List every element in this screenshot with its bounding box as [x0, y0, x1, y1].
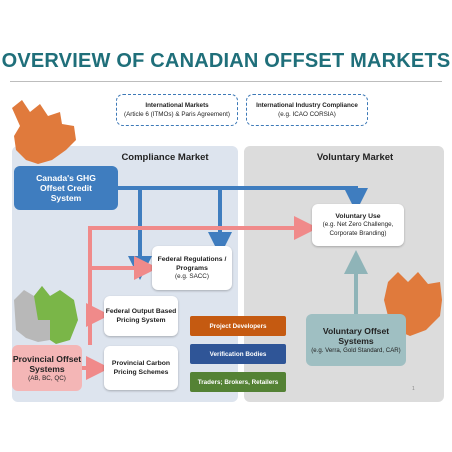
- ghg-line2: Offset Credit: [39, 183, 93, 193]
- provincial-line1: Provincial Offset: [12, 353, 82, 364]
- provincial-line2: Systems: [29, 363, 65, 374]
- voluntary-offset-line3: (e.g. Verra, Gold Standard, CAR): [311, 346, 401, 354]
- canada-map-icon: [12, 100, 76, 164]
- international-markets-detail: (Article 6 (ITMOs) & Paris Agreement): [123, 111, 231, 118]
- project-developers-box: Project Developers: [190, 316, 286, 336]
- international-markets-box: International Markets (Article 6 (ITMOs)…: [116, 94, 238, 126]
- ghg-line3: System: [50, 193, 82, 203]
- ghg-offset-credit-system-box: Canada's GHG Offset Credit System: [14, 166, 118, 210]
- page-number: 1: [412, 386, 415, 392]
- voluntary-offset-line2: Systems: [338, 335, 374, 346]
- page-title: OVERVIEW OF CANADIAN OFFSET MARKETS: [1, 50, 451, 72]
- federal-obps-box: Federal Output Based Pricing System: [104, 296, 178, 336]
- title-divider: [10, 81, 442, 82]
- provincial-carbon-line1: Provincial Carbon: [111, 360, 171, 367]
- provincial-line3: (AB, BC, QC): [28, 374, 66, 382]
- provincial-carbon-pricing-box: Provincial Carbon Pricing Schemes: [104, 346, 178, 390]
- voluntary-offset-line1: Voluntary Offset: [322, 325, 390, 336]
- federal-reg-line1: Federal Regulations /: [157, 255, 227, 263]
- ghg-line1: Canada's GHG: [36, 173, 96, 183]
- voluntary-market-label: Voluntary Market: [316, 152, 394, 163]
- provincial-offset-systems-box: Provincial Offset Systems (AB, BC, QC): [12, 345, 82, 391]
- compliance-market-label: Compliance Market: [121, 152, 209, 163]
- federal-obps-line2: Pricing System: [116, 317, 166, 324]
- voluntary-use-box: Voluntary Use (e.g. Net Zero Challenge, …: [312, 204, 404, 246]
- voluntary-use-line3: Corporate Branding): [329, 229, 387, 237]
- international-industry-title: International Industry Compliance: [256, 102, 358, 109]
- bc-ab-map-icon: [34, 286, 50, 320]
- verification-bodies-box: Verification Bodies: [190, 344, 286, 364]
- international-markets-title: International Markets: [145, 102, 209, 109]
- federal-reg-line3: (e.g. SACC): [175, 272, 209, 280]
- provincial-carbon-line2: Pricing Schemes: [113, 369, 169, 376]
- international-industry-detail: (e.g. ICAO CORSIA): [278, 111, 336, 118]
- voluntary-use-line1: Voluntary Use: [335, 213, 381, 220]
- voluntary-offset-systems-box: Voluntary Offset Systems (e.g. Verra, Go…: [306, 314, 406, 366]
- federal-regulations-box: Federal Regulations / Programs (e.g. SAC…: [152, 246, 232, 290]
- voluntary-use-line2: (e.g. Net Zero Challenge,: [322, 221, 394, 228]
- federal-obps-line1: Federal Output Based: [105, 308, 177, 315]
- international-industry-box: International Industry Compliance (e.g. …: [246, 94, 368, 126]
- traders-brokers-retailers-box: Traders; Brokers, Retailers: [190, 372, 286, 392]
- quebec-map-icon: [50, 290, 78, 344]
- arrow-ghg-to-voluntary-use: [118, 186, 368, 212]
- federal-reg-line2: Programs: [176, 264, 208, 272]
